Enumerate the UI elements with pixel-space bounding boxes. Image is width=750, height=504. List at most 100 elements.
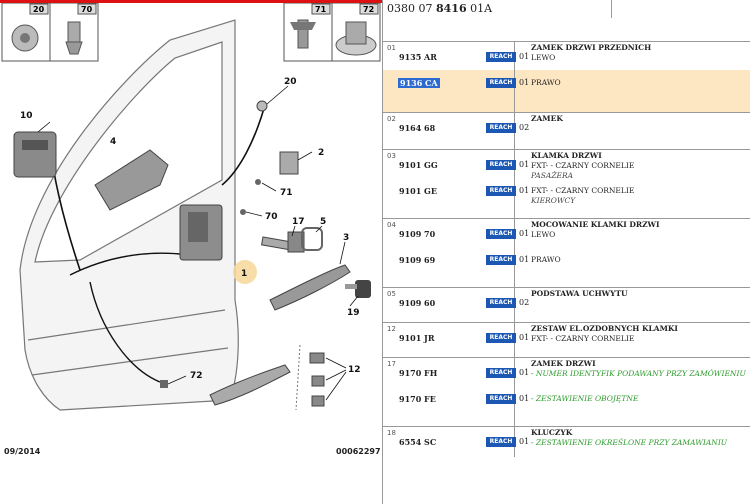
reach-badge: REACH — [486, 52, 516, 62]
group-title: MOCOWANIE KLAMKI DRZWI — [531, 220, 660, 229]
variant-text: LEWO — [531, 53, 556, 62]
catalog-reference: 0380 07 8416 01A — [387, 2, 493, 15]
callout-2[interactable]: 2 — [318, 148, 324, 158]
part-description: PRAWO — [531, 71, 561, 88]
part-5-bezel — [301, 227, 323, 251]
reach-badge: REACH — [486, 78, 516, 88]
top-accent-bar — [0, 0, 382, 3]
group-title: KLAMKA DRZWI — [531, 151, 602, 160]
column-divider — [514, 70, 515, 112]
part-20-grommet — [256, 100, 268, 112]
exploded-door-diagram[interactable]: 20 70 71 72 — [0, 0, 382, 504]
group-title: KLUCZYK — [531, 428, 573, 437]
part-2-clip — [279, 151, 299, 175]
part-1-latch — [179, 204, 223, 261]
reach-badge: REACH — [486, 394, 516, 404]
reach-badge: REACH — [486, 160, 516, 170]
group-number: 02 — [387, 115, 396, 123]
part-reference[interactable]: 9170 FH — [399, 368, 438, 378]
part-description: - ZESTAWIENIE OBOJĘTNE — [531, 387, 638, 404]
callout-4[interactable]: 4 — [110, 137, 116, 147]
reach-badge: REACH — [486, 298, 516, 308]
part-19-key — [345, 280, 371, 298]
quantity: 01 — [519, 394, 530, 403]
part-reference[interactable]: 9101 GG — [399, 160, 438, 170]
callout-17[interactable]: 17 — [292, 217, 305, 227]
box-label-71: 71 — [315, 5, 327, 14]
part-reference[interactable]: 6554 SC — [399, 437, 437, 447]
variant-text: PRAWO — [531, 78, 561, 87]
callout-1[interactable]: 1 — [241, 269, 247, 279]
part-reference[interactable]: 9170 FE — [399, 394, 436, 404]
callout-12[interactable]: 12 — [348, 365, 361, 375]
part-reference[interactable]: 9136 CA — [398, 78, 440, 88]
part-reference[interactable]: 9109 60 — [399, 298, 436, 308]
group-number: 04 — [387, 221, 396, 229]
quantity: 01 — [519, 255, 530, 264]
callout-10[interactable]: 10 — [20, 111, 33, 121]
part-reference[interactable]: 9109 70 — [399, 229, 436, 239]
diagram-code: 00062297 — [336, 447, 381, 456]
group-number: 05 — [387, 290, 396, 298]
variant-text: FXT- - CZARNY CORNELIE — [531, 334, 635, 343]
ordering-note: - NUMER IDENTYFIK PODAWANY PRZY ZAMÓWIEN… — [531, 369, 746, 378]
door-panel — [19, 19, 239, 411]
group-number: 12 — [387, 325, 396, 333]
part-reference[interactable]: 9135 AR — [399, 52, 437, 62]
part-12-trim-set — [295, 344, 325, 411]
part-72-handle-lower — [160, 364, 291, 406]
cable-20 — [221, 104, 266, 186]
box-label-70: 70 — [81, 5, 93, 14]
part-reference[interactable]: 9101 GE — [399, 186, 437, 196]
callout-20[interactable]: 20 — [284, 77, 297, 87]
column-divider — [514, 178, 515, 218]
part-4-bracket — [94, 149, 169, 211]
box-label-20: 20 — [33, 5, 45, 14]
group-number: 17 — [387, 360, 396, 368]
diagram-date: 09/2014 — [4, 447, 41, 456]
part-reference[interactable]: 9101 JR — [399, 333, 435, 343]
fastener-box-right — [283, 2, 381, 62]
callout-5[interactable]: 5 — [320, 217, 326, 227]
part-reference[interactable]: 9164 68 — [399, 123, 436, 133]
callout-70[interactable]: 70 — [265, 212, 278, 222]
callout-72[interactable]: 72 — [190, 371, 203, 381]
cable-72 — [89, 281, 161, 383]
part-description: PRAWO — [531, 248, 561, 265]
callout-19[interactable]: 19 — [347, 308, 360, 318]
part-3-handle — [269, 264, 351, 311]
quantity: 01 — [519, 160, 530, 169]
group-title: PODSTAWA UCHWYTU — [531, 289, 628, 298]
part-reference[interactable]: 9109 69 — [399, 255, 436, 265]
callout-3[interactable]: 3 — [343, 233, 349, 243]
callout-71[interactable]: 71 — [280, 188, 293, 198]
quantity: 01 — [519, 333, 530, 342]
group-title: ZAMEK — [531, 114, 563, 123]
variant-text: PRAWO — [531, 255, 561, 264]
quantity: 01 — [519, 186, 530, 195]
variant-text: FXT- - CZARNY CORNELIE — [531, 161, 635, 170]
